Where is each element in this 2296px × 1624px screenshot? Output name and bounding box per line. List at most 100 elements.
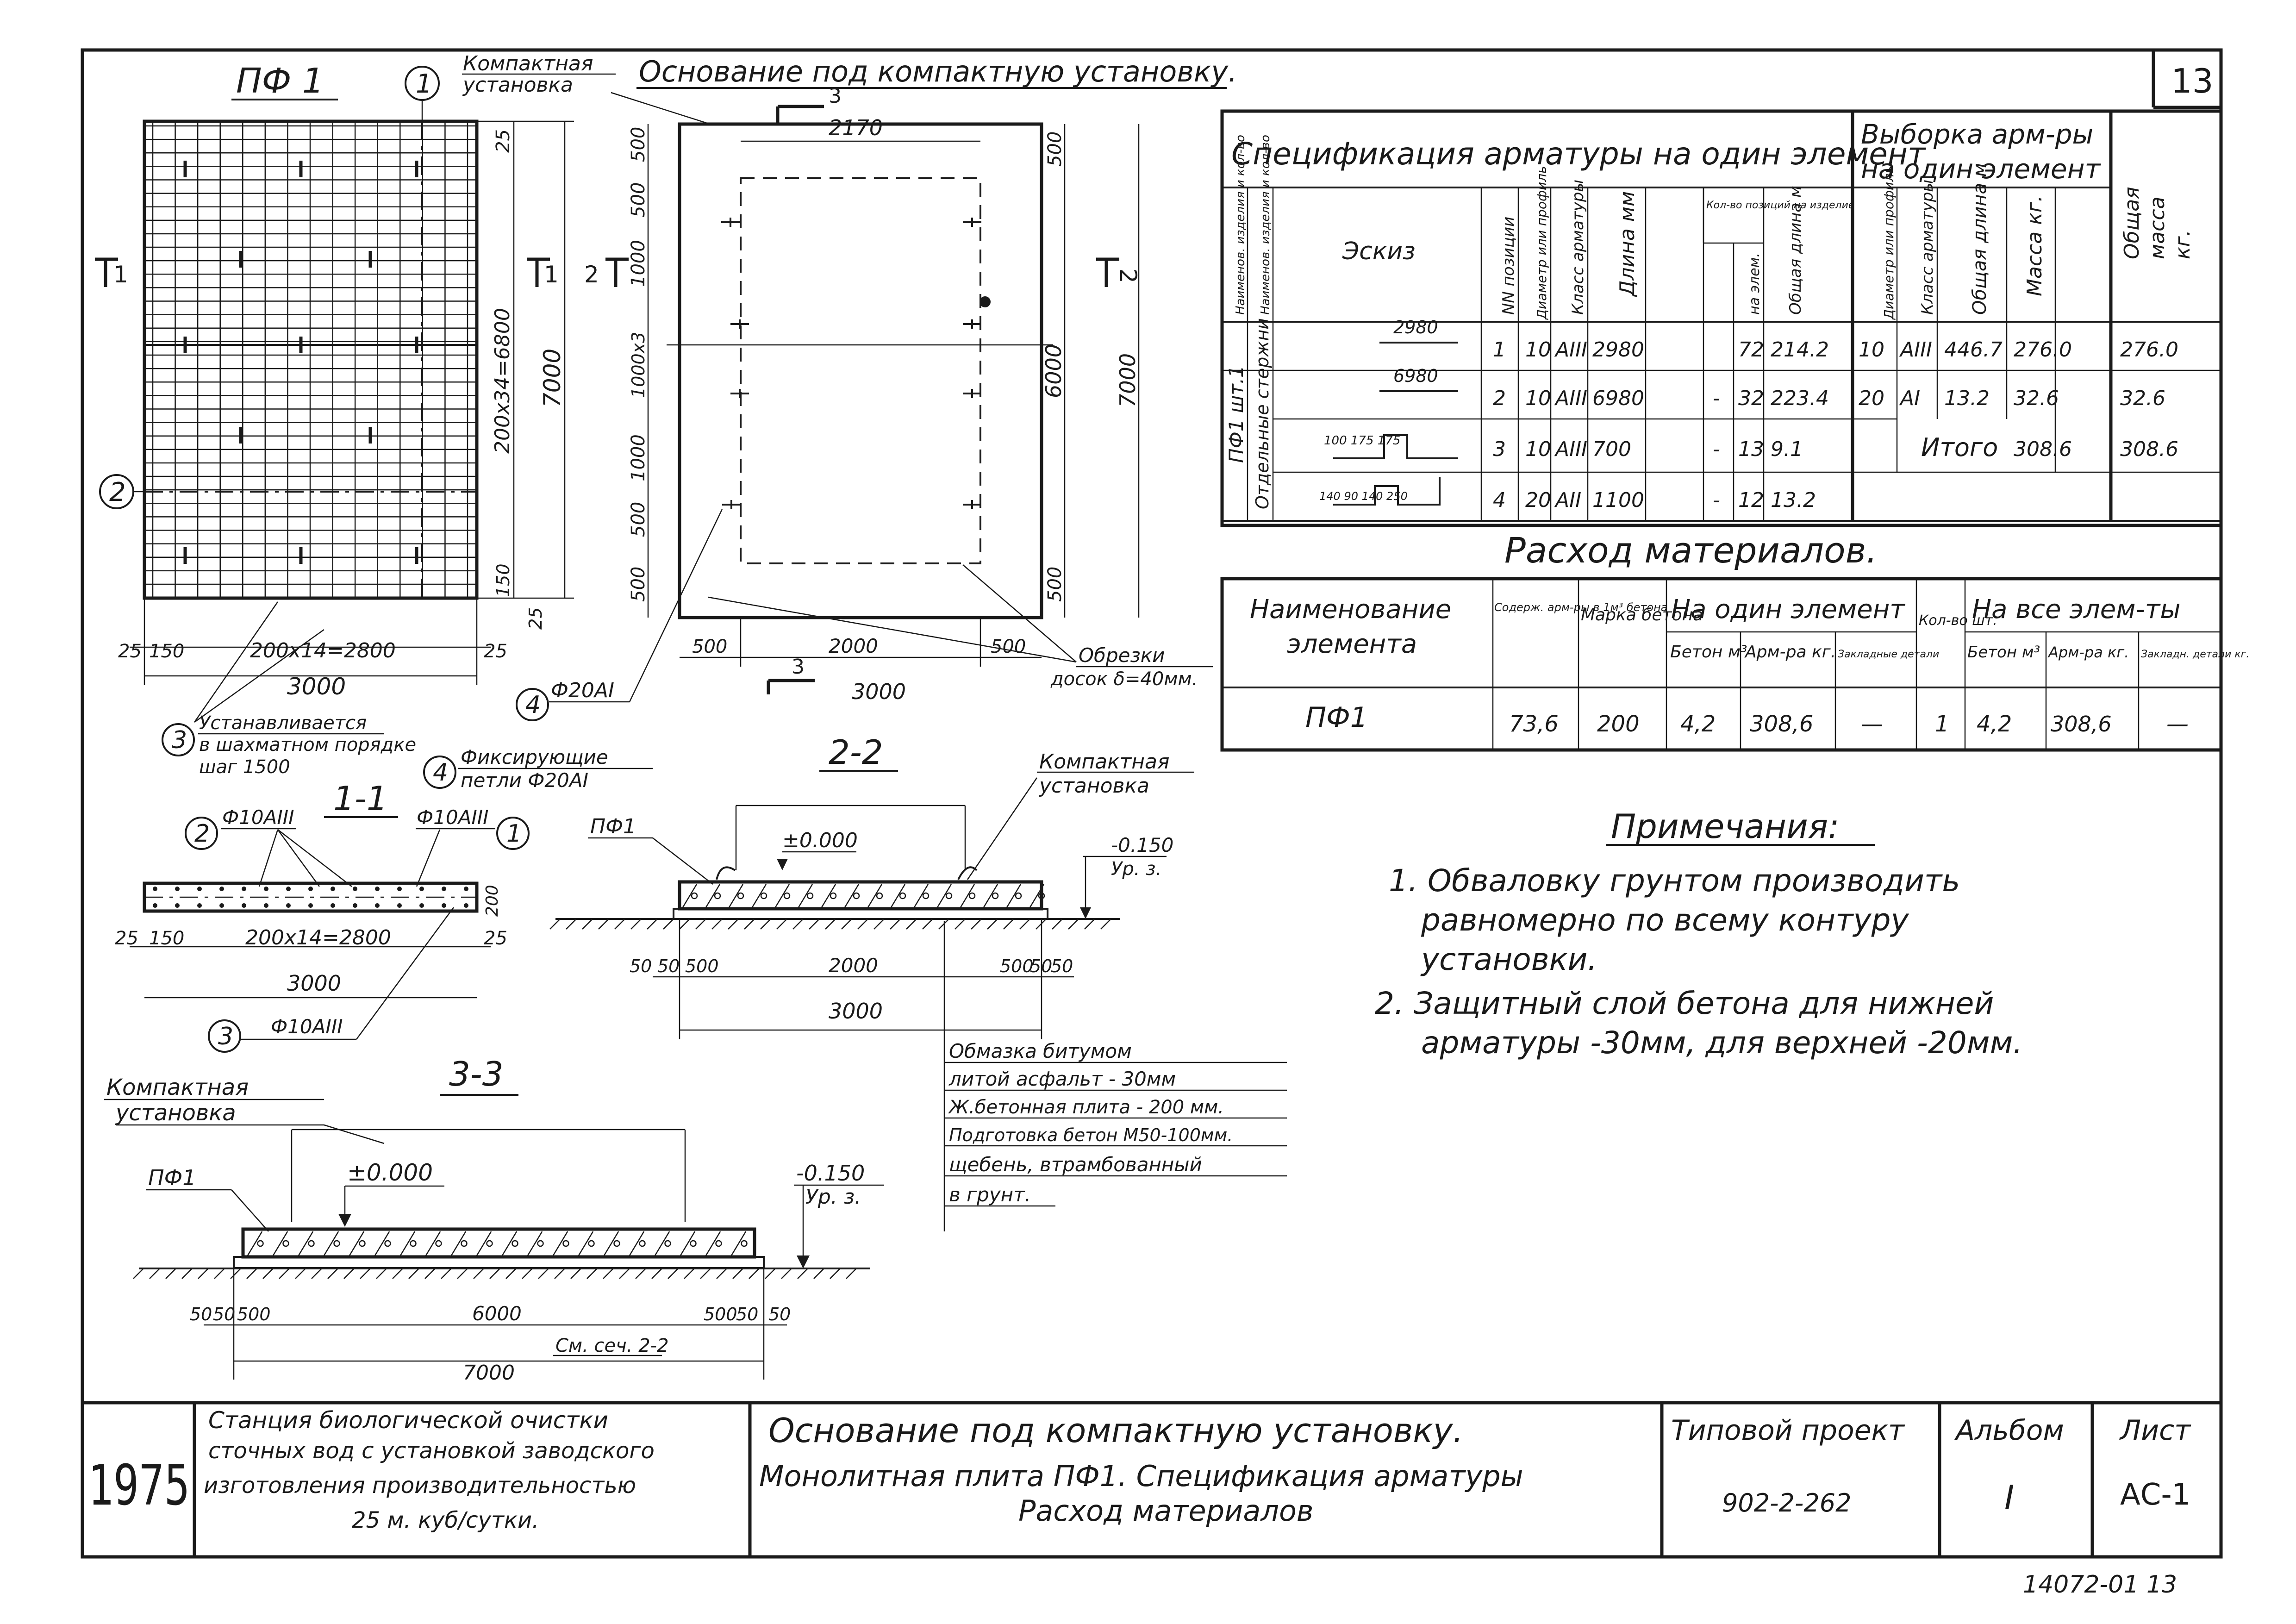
- ground-hatch: [744, 918, 755, 930]
- hatch-line: [730, 1231, 747, 1256]
- ground-hatch: [668, 1268, 679, 1279]
- sec1-label-right: 1: [544, 261, 559, 288]
- base-plan: Компактная установка Основание под компа…: [423, 52, 1237, 792]
- rebar-dot-bottom: [264, 903, 268, 908]
- aggregate-mark: [741, 1240, 748, 1247]
- ground-hatch: [1068, 918, 1079, 930]
- aggregate-mark: [537, 1240, 544, 1247]
- sec33-lvl-ur: Ур. з.: [805, 1185, 861, 1209]
- sec22-compact-leader: [967, 777, 1038, 880]
- sec11-dim-25: 25: [115, 928, 138, 949]
- mat-h-one: На один элемент: [1671, 594, 1905, 625]
- mat-h-rebar: Арм-ра кг.: [1744, 643, 1836, 662]
- dim-right-500a: 500: [1044, 131, 1066, 167]
- dim-7000: 7000: [1115, 353, 1140, 407]
- sec11-leader-d: [416, 829, 441, 887]
- spec-cell-cls: АIII: [1554, 338, 1587, 362]
- ground-hatch: [651, 1268, 662, 1279]
- tb-project-label: Типовой проект: [1671, 1414, 1905, 1447]
- spec-cell-len: 700: [1592, 437, 1631, 461]
- mat-row-concrete-all: 4,2: [1977, 711, 2012, 737]
- head-8: на элем.: [1747, 253, 1763, 315]
- mat-row-mark: 200: [1597, 711, 1640, 737]
- ground-hatch: [441, 1268, 452, 1279]
- mat-h-content: Содерж. арм-ры в 1м³ бетона: [1494, 601, 1667, 614]
- sec3-label-bottom: 3: [792, 655, 805, 679]
- dim-bot-25: 25: [525, 607, 546, 630]
- sec33-compact-leader: [324, 1124, 385, 1144]
- dim-left-2: 1000: [628, 240, 649, 287]
- note4-line1: Фиксирующие: [461, 746, 608, 768]
- hatch-line: [983, 884, 998, 908]
- sec33-slab-hatch: [247, 1231, 748, 1256]
- ground-hatch: [906, 918, 917, 930]
- aggregate-mark: [664, 1240, 671, 1247]
- ground-hatch: [987, 918, 998, 930]
- ground-hatch: [749, 1268, 760, 1279]
- spec-table: Спецификация арматуры на один элемент Вы…: [1220, 109, 2223, 527]
- sec11-callout-2: [185, 817, 218, 850]
- tb-sheet-label: Лист: [2119, 1414, 2191, 1447]
- base-outline: [678, 122, 1043, 619]
- rebar-dot-bottom: [219, 903, 224, 908]
- rebar-dot-top: [219, 887, 224, 891]
- sec11-leader-c: [277, 829, 352, 887]
- head-3: NN позиции: [1499, 217, 1518, 315]
- hatch-line: [821, 884, 836, 908]
- sec11-callout-3-num: 3: [218, 1023, 233, 1050]
- spec-cell-tot: 9.1: [1771, 437, 1803, 461]
- loop-r2: [963, 319, 981, 329]
- ground-hatch: [570, 1268, 581, 1279]
- ground-hatch: [505, 1268, 517, 1279]
- rebar-dot-bottom: [419, 903, 424, 908]
- tb-org-2: сточных вод с установкой заводского: [208, 1438, 655, 1464]
- rebar-dot-top: [464, 887, 468, 891]
- compact-leader: [611, 92, 713, 126]
- spec-cell-len: 6980: [1592, 387, 1644, 410]
- spec-cell-q1: -: [1713, 437, 1720, 461]
- hatch-line: [936, 884, 952, 908]
- ground-hatch: [873, 918, 885, 930]
- callout-3-leader-b: [194, 629, 324, 723]
- ground-hatch: [890, 918, 901, 930]
- ground-hatch: [825, 918, 836, 930]
- hatch-line: [552, 1231, 568, 1256]
- rebar-dot-top: [353, 887, 357, 891]
- hatch-line: [682, 884, 698, 908]
- sec22-lvl150: -0.150: [1111, 834, 1173, 856]
- hatch-line: [680, 1231, 696, 1256]
- rebar-dot-top: [264, 887, 268, 891]
- aggregate-mark: [830, 892, 837, 899]
- cut-leader-2: [708, 596, 1077, 663]
- sec22-dim-1: 50: [657, 956, 680, 976]
- sec22-pf1: ПФ1: [590, 815, 636, 838]
- head-1: Наименов. изделия и кол-во: [1259, 135, 1273, 315]
- note1-line2: равномерно по всему контуру: [1421, 902, 1909, 938]
- note3-line3: шаг 1500: [199, 756, 290, 778]
- sec22-lvl0-marker: [777, 859, 788, 870]
- sec33-pf1-leader: [231, 1189, 269, 1232]
- ground-hatch: [214, 1268, 225, 1279]
- sec22-dim-0: 50: [630, 956, 652, 976]
- ground-hatch: [857, 918, 868, 930]
- spec-cell-smass: 276.0: [2014, 338, 2072, 362]
- mat-h-embed: Закладные детали: [1838, 649, 1939, 660]
- ground-hatch: [955, 918, 966, 930]
- aggregate-mark: [715, 1240, 722, 1247]
- rebar-4-leader: [629, 509, 723, 702]
- sec33-dim-6: 50: [768, 1304, 791, 1324]
- sec33-prep: [233, 1256, 765, 1269]
- section-3-3: Компактная установка 3-3 ПФ1 ±0.000 -0.1…: [104, 1055, 884, 1385]
- sec11-callout-2-num: 2: [194, 820, 210, 848]
- sec33-slab: [241, 1227, 756, 1259]
- loop-l3: [730, 389, 749, 398]
- hatch-line: [705, 884, 721, 908]
- sec33-pf1: ПФ1: [148, 1165, 196, 1190]
- aggregate-mark: [876, 892, 883, 899]
- ground-hatch: [711, 918, 723, 930]
- aggregate-mark: [435, 1240, 442, 1247]
- ground-hatch: [457, 1268, 468, 1279]
- dim-left-6: 500: [628, 567, 649, 602]
- rebar-dot-top: [375, 887, 380, 891]
- aggregate-mark: [1015, 892, 1022, 899]
